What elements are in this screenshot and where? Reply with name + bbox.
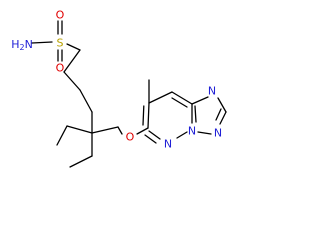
amine-label-n: N: [25, 38, 33, 51]
bond-ethyl-top-2: [56, 125, 68, 146]
ether-oxygen-label: O: [126, 131, 135, 144]
bond-ethyl-bottom-2: [69, 155, 93, 168]
bond-ring-c1-c2: [147, 102, 150, 129]
bond-ring-n1-n2: [176, 131, 188, 139]
bond-s-c1: [66, 43, 81, 51]
bond-ring-n2-c1-a: [148, 130, 161, 140]
bond-c2-c3: [63, 71, 81, 91]
amine-label: H2N: [11, 38, 33, 52]
bond-ring-c3-c4-inner: [171, 97, 188, 108]
sulfur-label: S: [57, 37, 64, 50]
atom-label-group: H2N S O O O N N N N: [11, 9, 222, 151]
bond-c1-c2: [63, 49, 81, 73]
bond-triazole-n-c: [217, 97, 227, 113]
sulfonyl-oxygen-bottom-label: O: [56, 62, 65, 75]
ring-nitrogen-4-label: N: [164, 138, 172, 151]
bond-c3-c4: [79, 89, 93, 113]
bond-triazole-c-n: [191, 96, 209, 105]
ring-nitrogen-1-label: N: [208, 85, 216, 98]
ring-nitrogen-3-label: N: [214, 127, 222, 140]
bond-triazole-c-n-3: [194, 105, 197, 123]
bond-c5-ch2: [91, 126, 119, 134]
bond-triazole-n-n: [197, 131, 212, 135]
bond-ring-c1-c2-inner: [142, 105, 145, 126]
bond-group: [31, 20, 227, 168]
ring-nitrogen-2-label: N: [188, 125, 196, 138]
bond-ch2-o: [117, 126, 123, 135]
chemical-structure-diagram: H2N S O O O N N N N: [11, 9, 227, 168]
bond-ring-c3-c4: [171, 91, 193, 105]
bond-n-s: [31, 41, 53, 44]
bond-ring-c2-c3: [148, 91, 173, 104]
sulfonyl-oxygen-top-label: O: [56, 9, 65, 22]
bond-c5-ethyl-top-1: [66, 125, 93, 134]
bond-o-ring: [136, 127, 149, 135]
bond-triazole-c-n-2: [219, 111, 227, 125]
amine-label-subscript: 2: [19, 43, 24, 52]
bond-triazole-c-n-2-inner: [215, 108, 222, 121]
bond-ring-n2-c1-b: [144, 134, 157, 144]
amine-label-h: H: [11, 38, 19, 51]
